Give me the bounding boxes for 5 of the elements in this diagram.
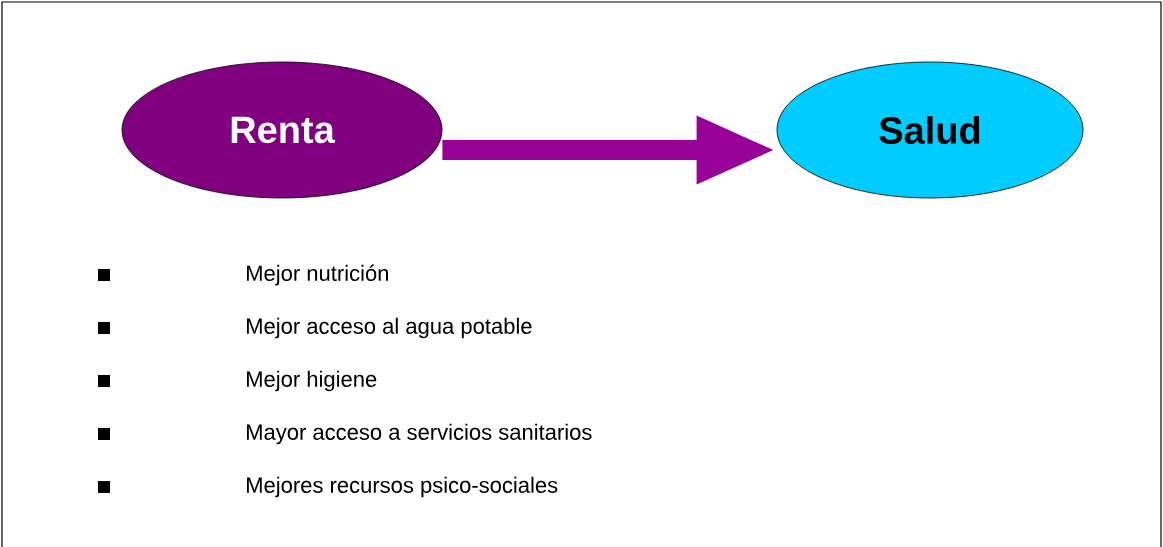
list-item: Mejores recursos psico-sociales xyxy=(247,476,558,498)
list-item: Mejor nutrición xyxy=(247,264,388,286)
list-item: Mayor acceso a servicios sanitarios xyxy=(247,423,592,445)
list-item: Mejor higiene xyxy=(247,370,377,392)
list-item: Mejor acceso al agua potable xyxy=(247,317,532,339)
